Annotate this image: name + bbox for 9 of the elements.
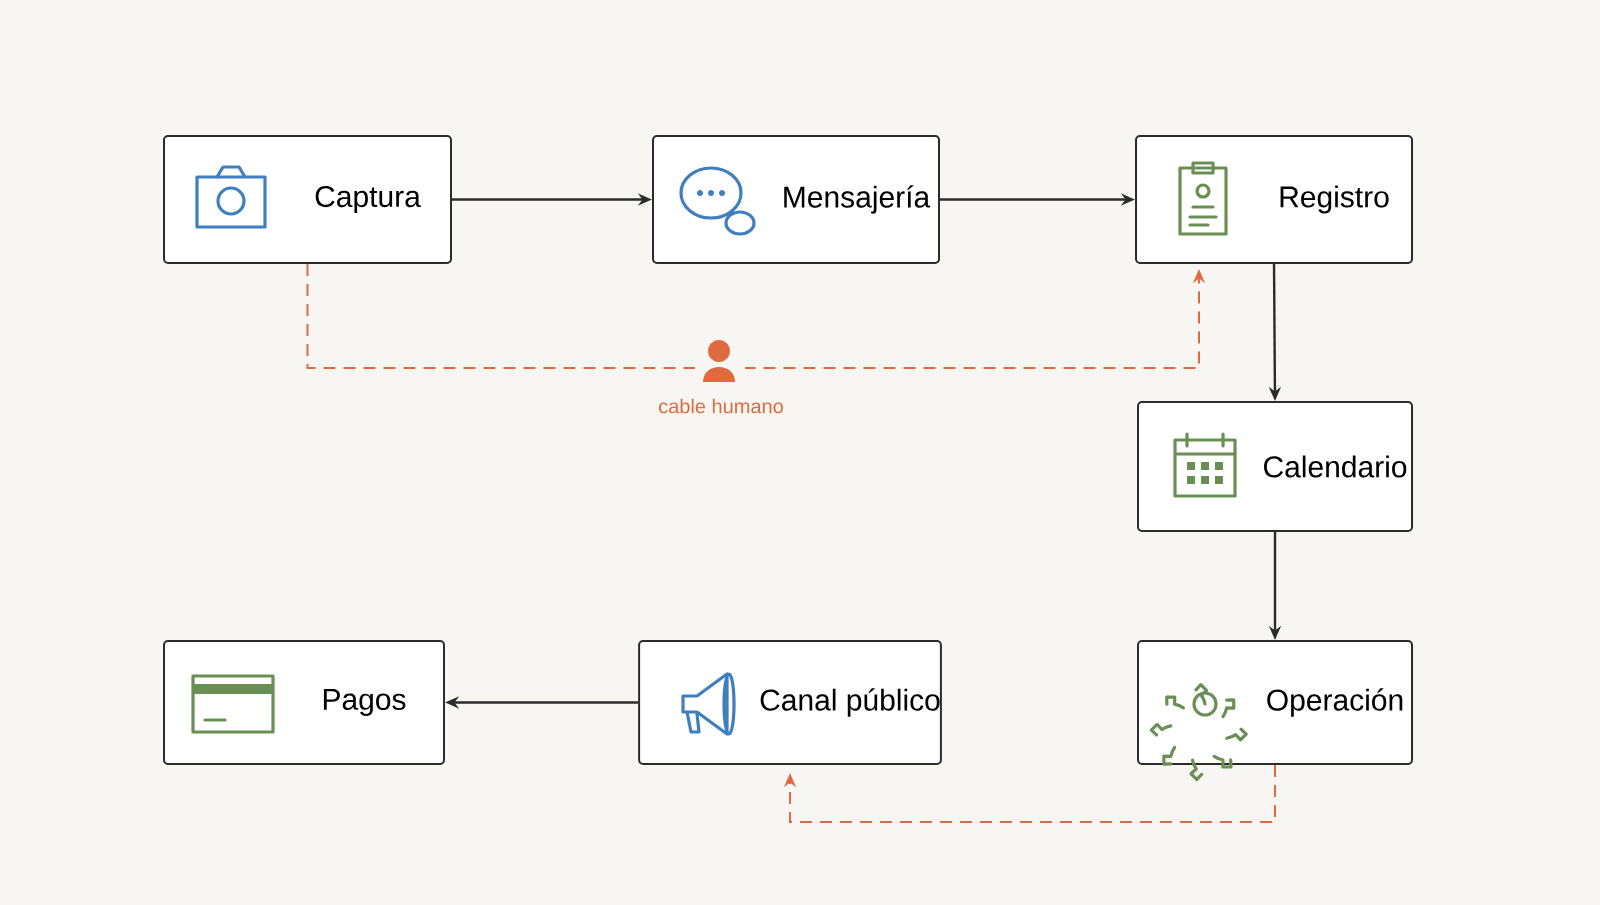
process-box: Registro <box>1135 135 1413 264</box>
process-box: Mensajería <box>652 135 940 264</box>
edge-label: cable humano <box>659 398 783 414</box>
process-box: Pagos <box>163 640 445 765</box>
process-box: Captura <box>163 135 452 264</box>
arrow <box>783 764 1276 823</box>
process-box: Canal público <box>638 640 942 765</box>
process-box: Operación <box>1137 640 1413 765</box>
process-box: Calendario <box>1137 401 1413 532</box>
